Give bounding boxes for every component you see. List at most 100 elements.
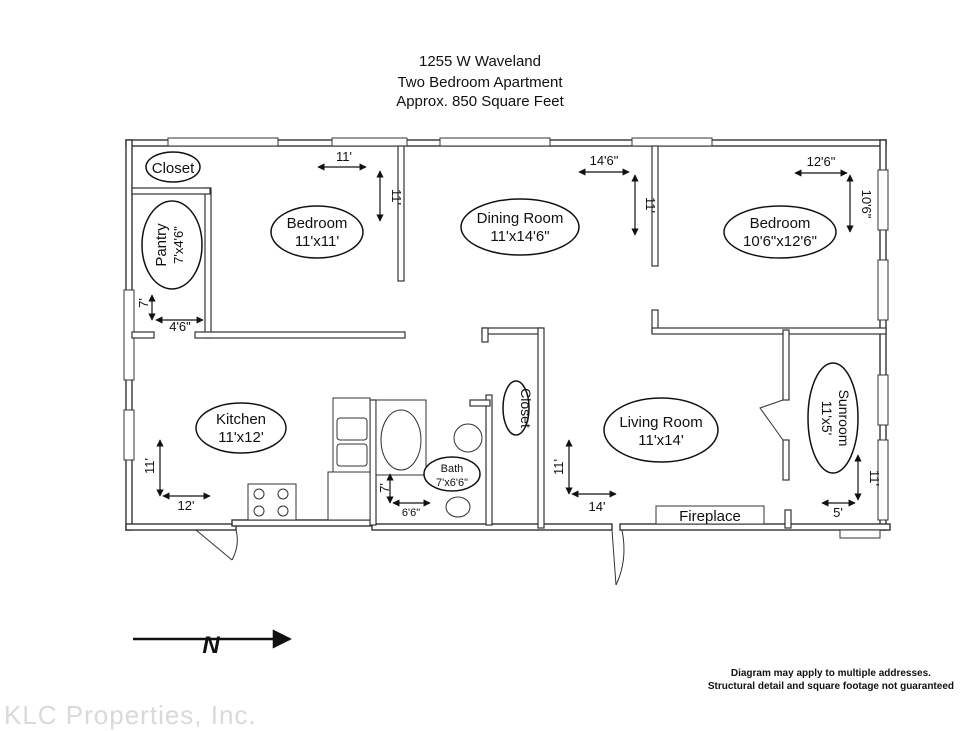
refrigerator bbox=[327, 471, 371, 521]
window-east-4 bbox=[877, 439, 889, 521]
bedroom1-label: Bedroom bbox=[287, 215, 348, 232]
dim-bed2-w: 12'6" bbox=[807, 154, 836, 169]
sink-basin-1 bbox=[336, 417, 368, 441]
closet-center-label: Closet bbox=[518, 388, 534, 428]
door-sunroom bbox=[759, 399, 784, 441]
dining-label: Dining Room bbox=[477, 210, 564, 227]
pantry-oval bbox=[141, 200, 203, 290]
living-label: Living Room bbox=[619, 414, 702, 431]
disclaimer-line-1: Diagram may apply to multiple addresses. bbox=[730, 668, 931, 679]
pantry-size: 7'x4'6" bbox=[171, 226, 186, 264]
plan-address: 1255 W Waveland bbox=[418, 53, 541, 70]
door-kitchen-leaf bbox=[195, 529, 233, 561]
fireplace-label: Fireplace bbox=[679, 508, 741, 525]
wall-bath-west bbox=[369, 399, 377, 526]
dim-bath-w: 6'6" bbox=[402, 507, 420, 519]
kitchen-label: Kitchen bbox=[216, 411, 266, 428]
dim-kitchen-h: 11' bbox=[142, 458, 157, 474]
wall-dining-bed2 bbox=[651, 145, 659, 267]
north-arrow: N bbox=[133, 629, 292, 659]
bedroom2-label: Bedroom bbox=[750, 215, 811, 232]
dim-bed1-w: 11' bbox=[336, 149, 352, 164]
south-wall-east bbox=[619, 523, 891, 531]
window-bed2 bbox=[631, 137, 713, 147]
wall-sunroom-west bbox=[782, 329, 790, 401]
doors bbox=[195, 399, 784, 586]
closet-nw-label: Closet bbox=[152, 160, 195, 177]
wall-pantry-east bbox=[204, 187, 212, 339]
window-dining bbox=[439, 137, 551, 147]
wall-sunroom-stub bbox=[784, 509, 792, 529]
dim-sun-w: 5' bbox=[833, 505, 843, 520]
dim-bed2-h: 10'6" bbox=[859, 190, 874, 219]
closet-nw-oval bbox=[145, 151, 201, 183]
sink-basin-2 bbox=[336, 443, 368, 467]
plan-unit-type: Two Bedroom Apartment bbox=[397, 74, 563, 91]
door-kitchen-arc bbox=[231, 529, 238, 561]
wall-bath-north bbox=[469, 399, 491, 407]
wall-sunroom-west-lower bbox=[782, 439, 790, 481]
door-living-leaf bbox=[611, 529, 617, 586]
dim-dining-h: 11' bbox=[643, 197, 658, 213]
dim-living-h: 11' bbox=[551, 459, 566, 475]
bedroom1-size: 11'x11' bbox=[295, 233, 340, 250]
window-closet bbox=[167, 137, 279, 147]
dim-sun-h: 11' bbox=[867, 470, 882, 486]
disclaimer: Diagram may apply to multiple addresses.… bbox=[708, 667, 954, 693]
wall-pantry-north bbox=[131, 187, 211, 195]
dining-oval bbox=[460, 198, 580, 256]
dining-size: 11'x14'6" bbox=[490, 228, 549, 245]
living-size: 11'x14' bbox=[638, 432, 684, 449]
bedroom1-oval bbox=[270, 205, 364, 259]
window-east-3 bbox=[877, 374, 889, 426]
sunroom-label: Sunroom bbox=[836, 390, 852, 447]
sunroom-oval bbox=[807, 362, 859, 474]
dim-pantry-h: 7' bbox=[136, 298, 151, 308]
burner-2 bbox=[277, 488, 289, 500]
south-wall-kitchen bbox=[231, 519, 373, 527]
closet-center-oval bbox=[502, 380, 530, 436]
dim-pantry-w: 4'6" bbox=[169, 319, 191, 334]
wall-closet-stub bbox=[481, 327, 489, 343]
room-ellipses bbox=[141, 151, 859, 492]
room-labels: Closet Pantry 7'x4'6" Bedroom 11'x11' Di… bbox=[152, 160, 852, 525]
kitchen-fixtures bbox=[247, 397, 371, 521]
windows bbox=[123, 137, 889, 539]
bath-fixtures bbox=[375, 399, 483, 518]
window-bed1 bbox=[331, 137, 408, 147]
kitchen-oval bbox=[195, 402, 287, 454]
burner-1 bbox=[253, 488, 265, 500]
wall-bed1-south bbox=[194, 331, 406, 339]
dimension-arrows bbox=[148, 163, 862, 507]
wall-closet-east bbox=[537, 327, 545, 529]
bath-label: Bath bbox=[441, 463, 464, 475]
window-east-1 bbox=[877, 169, 889, 231]
south-wall-west bbox=[125, 523, 237, 531]
door-living-arc bbox=[615, 529, 625, 586]
dim-living-w: 14' bbox=[589, 499, 606, 514]
living-oval bbox=[603, 397, 719, 463]
wall-closet-west bbox=[485, 394, 493, 526]
dimension-labels: 11' 11' 14'6" 11' 12'6" 10'6" 7' 4'6" 11… bbox=[136, 149, 882, 520]
burner-3 bbox=[253, 505, 265, 517]
disclaimer-line-2: Structural detail and square footage not… bbox=[707, 681, 954, 692]
wall-pantry-south bbox=[131, 331, 155, 339]
bedroom2-oval bbox=[723, 205, 837, 259]
plan-area: Approx. 850 Square Feet bbox=[396, 93, 564, 110]
bath-sink bbox=[453, 423, 483, 453]
window-east-2 bbox=[877, 259, 889, 321]
dim-bed1-h: 11' bbox=[389, 189, 404, 205]
wall-bed2-south bbox=[651, 327, 887, 335]
bath-size: 7'x6'6" bbox=[436, 477, 468, 489]
interior-walls bbox=[131, 145, 887, 529]
sunroom-size: 11'x5' bbox=[819, 401, 835, 436]
tub-basin bbox=[380, 409, 422, 471]
burner-4 bbox=[277, 505, 289, 517]
dim-kitchen-w: 12' bbox=[178, 498, 195, 513]
bath-oval bbox=[423, 456, 481, 492]
dim-dining-w: 14'6" bbox=[590, 153, 619, 168]
wall-closet-north bbox=[481, 327, 543, 335]
north-arrow-label: N bbox=[202, 632, 220, 659]
pantry-label: Pantry bbox=[153, 223, 170, 267]
dim-bath-h: 7' bbox=[377, 483, 392, 493]
